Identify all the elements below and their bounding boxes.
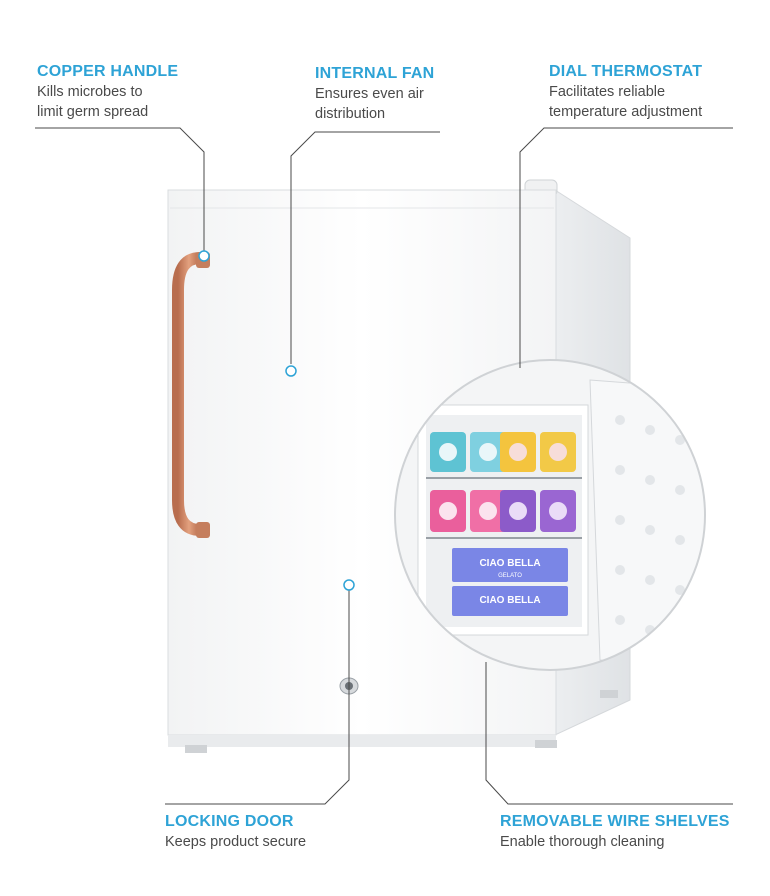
pint-sub-label: GELATO <box>498 573 522 579</box>
feature-description: Kills microbes to limit germ spread <box>37 84 149 120</box>
pint-brand-label: CIAO BELLA <box>479 558 540 569</box>
pint-containers-middle <box>430 490 576 532</box>
feature-description: Keeps product secure <box>165 834 307 850</box>
feature-title: LOCKING DOOR <box>165 813 294 830</box>
feature-description: Enable thorough cleaning <box>500 834 665 850</box>
gelato-boxes: CIAO BELLA GELATO CIAO BELLA <box>452 548 568 616</box>
feature-internal-fan: INTERNAL FAN Ensures even air distributi… <box>315 64 434 124</box>
feature-copper-handle: COPPER HANDLE Kills microbes to limit ge… <box>37 62 178 122</box>
callout-dots <box>198 250 355 591</box>
feature-dial-thermostat: DIAL THERMOSTAT Facilitates reliable tem… <box>549 62 702 122</box>
pint-brand-label: CIAO BELLA <box>479 595 540 606</box>
callout-lines <box>35 127 733 805</box>
feature-title: COPPER HANDLE <box>37 63 179 80</box>
feature-title: REMOVABLE WIRE SHELVES <box>500 813 730 830</box>
feature-title: DIAL THERMOSTAT <box>549 63 703 80</box>
zoom-circle-border <box>394 359 706 671</box>
feature-locking-door: LOCKING DOOR Keeps product secure <box>165 812 306 852</box>
freezer-foot <box>535 740 557 748</box>
freezer-foot <box>600 690 618 698</box>
feature-title: INTERNAL FAN <box>315 65 435 82</box>
freezer-foot <box>185 745 207 753</box>
feature-removable-wire-shelves: REMOVABLE WIRE SHELVES Enable thorough c… <box>500 812 730 852</box>
feature-description: Ensures even air distribution <box>315 86 424 122</box>
pint-containers-top <box>430 432 576 472</box>
feature-description: Facilitates reliable temperature adjustm… <box>549 84 703 120</box>
